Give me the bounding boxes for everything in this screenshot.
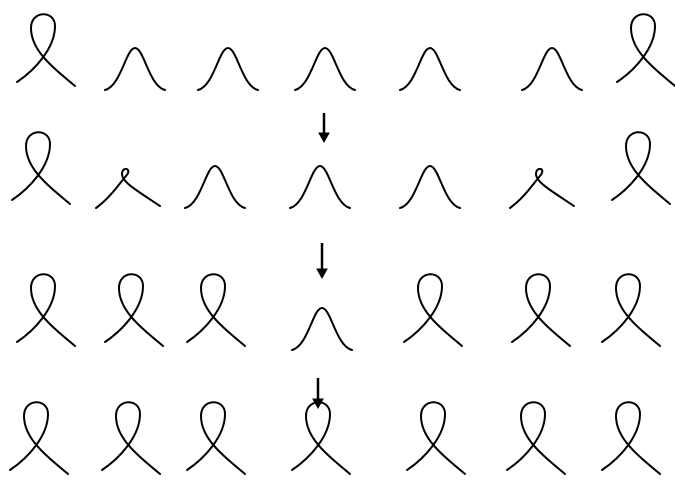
peak-curve <box>399 165 461 209</box>
loop-curve <box>186 401 246 475</box>
transition-arrows <box>312 113 330 410</box>
curve-row-2 <box>11 131 671 209</box>
loop-curve <box>11 131 71 205</box>
loop-curve <box>616 13 675 87</box>
curve-row-3 <box>16 273 661 351</box>
peak-curve <box>104 47 166 91</box>
peak-curve <box>294 47 356 91</box>
small-loop-curve <box>509 168 575 209</box>
peak-curve <box>184 165 246 209</box>
loop-curve <box>101 401 161 475</box>
loop-curve <box>406 401 466 475</box>
peak-curve <box>197 47 259 91</box>
curve-rows <box>9 13 675 475</box>
loop-curve <box>186 273 246 347</box>
loop-curve <box>9 401 69 475</box>
loop-curve <box>506 401 566 475</box>
curve-row-1 <box>16 13 675 91</box>
peak-curve <box>289 165 351 209</box>
small-loop-curve <box>95 168 161 209</box>
peak-curve <box>291 307 353 351</box>
loop-curve <box>16 13 76 87</box>
loop-curve <box>403 273 463 347</box>
loop-curve <box>104 273 164 347</box>
down-arrow-icon <box>318 113 330 144</box>
loop-curve <box>16 273 76 347</box>
loop-curve <box>601 273 661 347</box>
loop-curve <box>291 401 351 475</box>
down-arrow-icon <box>316 243 328 280</box>
peak-curve <box>399 47 461 91</box>
down-arrow-icon <box>312 378 324 410</box>
loop-curve <box>601 401 661 475</box>
loop-curve <box>511 273 571 347</box>
curve-row-4 <box>9 401 661 475</box>
loop-curve <box>611 131 671 205</box>
peak-curve <box>521 47 583 91</box>
